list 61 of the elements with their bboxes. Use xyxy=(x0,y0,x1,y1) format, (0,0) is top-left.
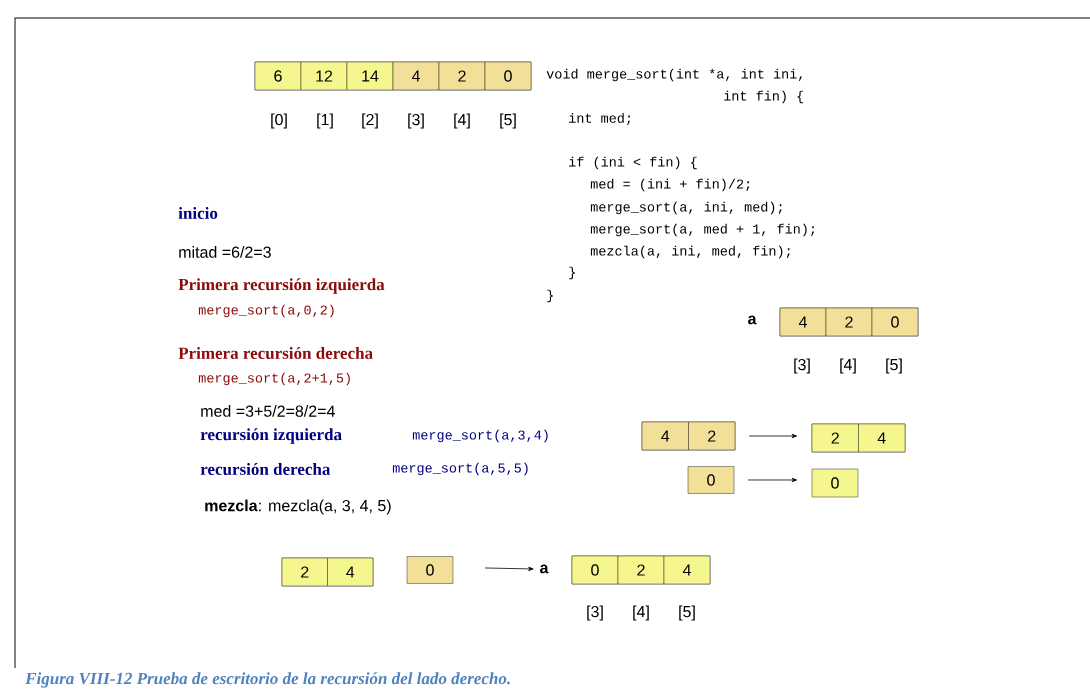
array-cell: 2 xyxy=(688,421,736,451)
code-line: mezcla(a, ini, med, fin); xyxy=(590,245,790,259)
text-label: recursión derecha xyxy=(200,463,331,475)
code-line: void merge_sort(int *a, int ini, xyxy=(546,68,802,82)
text-label: Primera recursión derecha xyxy=(178,347,373,359)
text-label: mitad =6/2=3 xyxy=(179,246,271,258)
code-line: merge_sort(a,5,5) xyxy=(392,462,528,476)
array-name: a xyxy=(748,315,757,325)
array-cell: 4 xyxy=(858,423,906,453)
code-line: } xyxy=(547,289,553,303)
text-label: [5] xyxy=(886,358,902,374)
code-line: med = (ini + fin)/2; xyxy=(590,178,750,192)
code-line: if (ini < fin) { xyxy=(569,156,697,170)
array-cell: 2 xyxy=(825,307,873,337)
array-cell: 2 xyxy=(281,557,328,587)
array-cell: 2 xyxy=(438,61,486,91)
caption: Figura VIII-12 Prueba de escritorio de la recursión del lado derecho. xyxy=(25,672,510,688)
code-line: int med; xyxy=(569,112,631,126)
array-cell: 0 xyxy=(871,307,919,337)
text-label: [3] xyxy=(587,605,603,621)
array-cell: 4 xyxy=(327,557,374,587)
code-line: merge_sort(a, med + 1, fin); xyxy=(590,223,815,237)
code-line: merge_sort(a, ini, med); xyxy=(590,201,782,215)
array-cell: 2 xyxy=(617,555,665,585)
array-cell: 2 xyxy=(811,423,859,453)
text-label: [5] xyxy=(500,113,516,129)
text-label: recursión izquierda xyxy=(200,428,342,444)
code-line: int fin) { xyxy=(724,90,804,104)
text-label: [3] xyxy=(794,358,810,374)
arrow xyxy=(748,433,798,439)
arrow xyxy=(484,566,534,571)
arrow xyxy=(747,477,798,483)
code-line: merge_sort(a,0,2) xyxy=(198,304,334,318)
text-label: [3] xyxy=(408,113,424,129)
text-label: [0] xyxy=(271,113,287,129)
text-label: mezcla: mezcla(a, 3, 4, 5) xyxy=(205,499,391,515)
text-label: Primera recursión izquierda xyxy=(178,278,385,294)
array-cell: 6 xyxy=(254,61,302,91)
code-line: merge_sort(a,2+1,5) xyxy=(198,372,350,386)
code-line: merge_sort(a,3,4) xyxy=(412,429,548,443)
array-cell: 0 xyxy=(406,556,454,584)
array-cell: 12 xyxy=(300,61,348,91)
text-label: [4] xyxy=(633,605,649,621)
text-label: [4] xyxy=(840,358,856,374)
array-cell: 4 xyxy=(779,307,827,337)
text-label: [4] xyxy=(454,113,470,129)
array-cell: 4 xyxy=(641,421,689,451)
array-cell: 4 xyxy=(392,61,440,91)
array-cell: 14 xyxy=(346,61,394,91)
text-label: [5] xyxy=(679,605,695,621)
array-cell: 4 xyxy=(663,555,711,585)
text-label: med =3+5/2=8/2=4 xyxy=(201,405,335,417)
text-label: inicio xyxy=(178,207,218,219)
text-label: [1] xyxy=(317,113,333,129)
code-line: } xyxy=(569,266,575,280)
array-name: a xyxy=(540,564,549,574)
array-cell: 0 xyxy=(811,468,859,498)
array-cell: 0 xyxy=(571,555,619,585)
array-cell: 0 xyxy=(687,466,735,494)
text-label: [2] xyxy=(362,113,378,129)
array-cell: 0 xyxy=(484,61,532,91)
